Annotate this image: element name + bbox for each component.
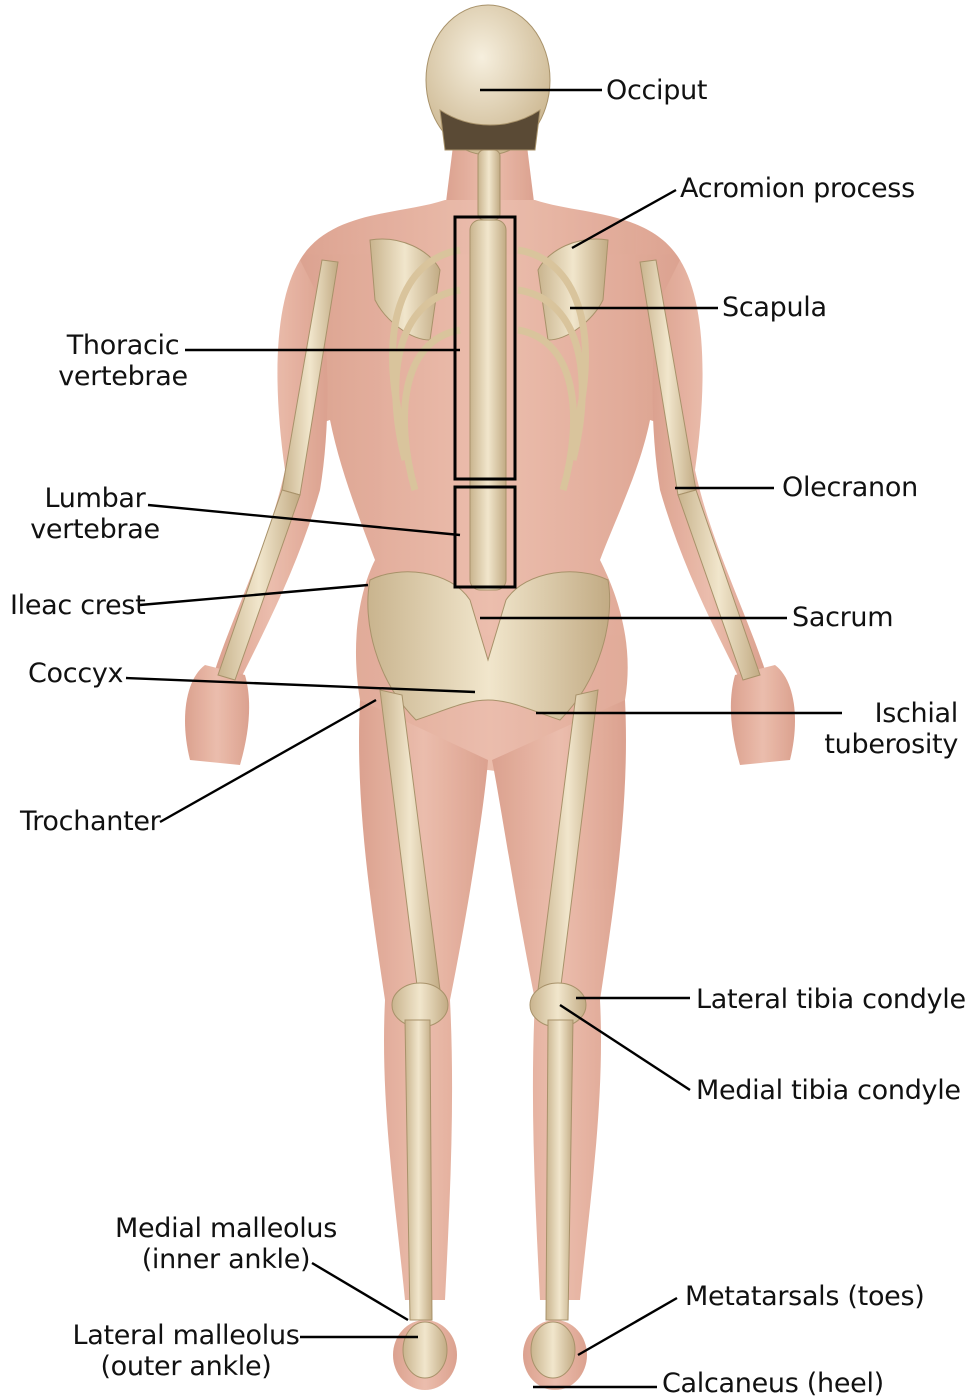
label-coccyx: Coccyx <box>28 658 123 689</box>
label-occiput: Occiput <box>606 75 707 106</box>
label-calcaneus: Calcaneus (heel) <box>662 1368 884 1399</box>
label-lumbar-vertebrae: Lumbar vertebrae <box>28 483 162 545</box>
label-lateral-malleolus-line2: (outer ankle) <box>68 1351 304 1382</box>
label-lateral-tibia-condyle: Lateral tibia condyle <box>696 984 966 1015</box>
label-olecranon: Olecranon <box>782 472 918 503</box>
label-lumbar-line2: vertebrae <box>28 514 162 545</box>
label-thoracic-line2: vertebrae <box>56 361 190 392</box>
label-lateral-malleolus-line1: Lateral malleolus <box>68 1320 304 1351</box>
label-ischial-line2: tuberosity <box>800 729 958 760</box>
label-scapula: Scapula <box>722 292 827 323</box>
label-metatarsals: Metatarsals (toes) <box>685 1281 925 1312</box>
label-thoracic-vertebrae: Thoracic vertebrae <box>56 330 190 392</box>
label-trochanter: Trochanter <box>20 806 160 837</box>
label-thoracic-line1: Thoracic <box>56 330 190 361</box>
label-medial-malleolus-line2: (inner ankle) <box>108 1244 344 1275</box>
label-lumbar-line1: Lumbar <box>28 483 162 514</box>
skeleton <box>218 5 760 1378</box>
label-ischial-line1: Ischial <box>800 698 958 729</box>
label-ileac-crest: Ileac crest <box>10 590 145 621</box>
label-acromion-process: Acromion process <box>680 173 915 204</box>
label-medial-malleolus-line1: Medial malleolus <box>108 1213 344 1244</box>
label-sacrum: Sacrum <box>792 602 893 633</box>
label-medial-tibia-condyle: Medial tibia condyle <box>696 1075 961 1106</box>
label-ischial-tuberosity: Ischial tuberosity <box>800 698 958 760</box>
label-lateral-malleolus: Lateral malleolus (outer ankle) <box>68 1320 304 1382</box>
label-medial-malleolus: Medial malleolus (inner ankle) <box>108 1213 344 1275</box>
